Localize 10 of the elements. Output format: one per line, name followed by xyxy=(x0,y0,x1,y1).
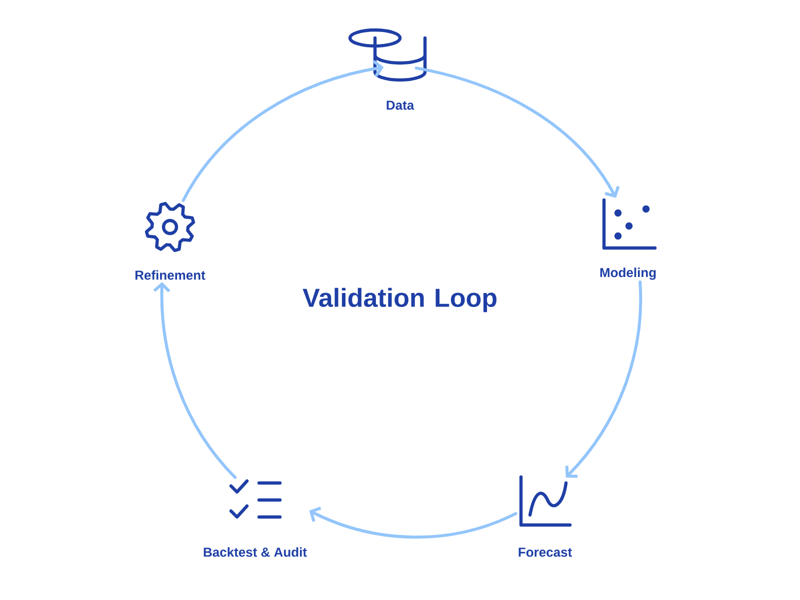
labeled-icon: Refinement xyxy=(135,202,206,280)
diagram-title: Validation Loop xyxy=(302,288,496,312)
labeled-icon: Forecast xyxy=(518,475,572,557)
arrow xyxy=(153,282,237,479)
labeled-icon: Data xyxy=(348,28,427,110)
arrow xyxy=(309,506,518,539)
arrow xyxy=(565,280,642,478)
arrow xyxy=(414,66,620,198)
arrow xyxy=(182,60,384,202)
labeled-icon: Backtest & Audit xyxy=(204,479,307,557)
